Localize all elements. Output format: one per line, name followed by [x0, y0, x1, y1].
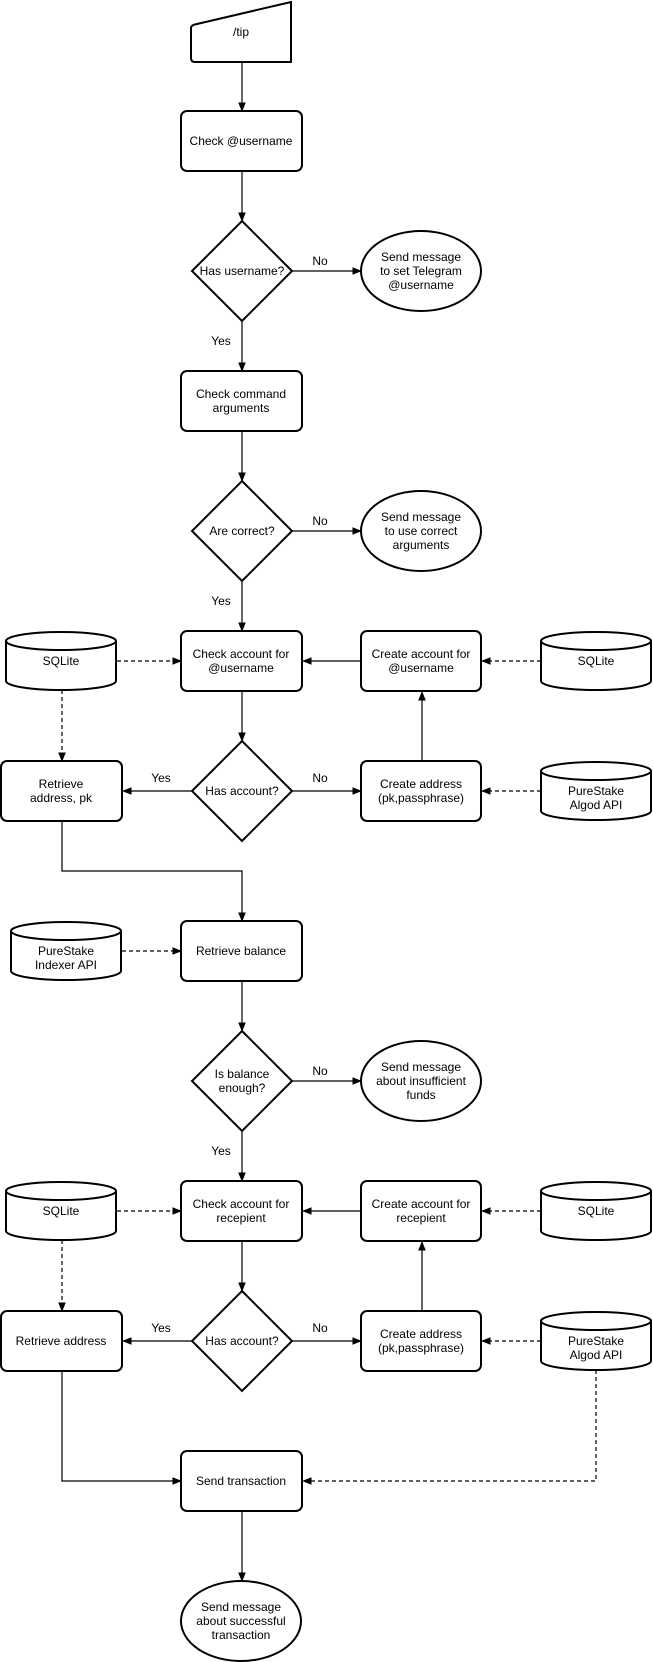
edge-label-no: No — [312, 514, 328, 528]
check-args-node: Check command arguments — [180, 370, 303, 432]
has-account-decision: Has account? — [190, 739, 294, 843]
msg-correct-args-node: Send message to use correct arguments — [360, 490, 482, 572]
check-account-username-node: Check account for @username — [180, 630, 303, 692]
msg-set-username-node: Send message to set Telegram @username — [360, 230, 482, 312]
edge-label-no: No — [312, 254, 328, 268]
tip-label: /tip — [233, 25, 249, 39]
msg-correct-args-line-1: Send message — [381, 510, 461, 524]
check-account-recipient-line-1: Check account for — [193, 1197, 290, 1211]
retrieve-address-label: Retrieve address — [16, 1334, 107, 1348]
sqlite-label: SQLite — [43, 654, 80, 668]
msg-success-line-1: Send message — [201, 1600, 281, 1614]
has-username-decision: Has username? — [190, 219, 294, 323]
msg-set-username-line-2: to set Telegram — [380, 264, 462, 278]
msg-correct-args-line-2: to use correct — [385, 524, 458, 538]
sqlite-database: SQLite — [540, 631, 652, 691]
send-transaction-node: Send transaction — [180, 1450, 303, 1512]
sqlite-database: SQLite — [540, 1181, 652, 1241]
check-args-line-2: arguments — [213, 401, 270, 415]
sqlite-label: SQLite — [578, 1204, 615, 1218]
check-account-recipient-line-2: recepient — [216, 1211, 266, 1225]
algod-api-line-2: Algod API — [570, 798, 623, 812]
create-account-recipient-line-2: recepient — [396, 1211, 446, 1225]
edge-algod-2-to-send — [302, 1370, 597, 1485]
algod-api-line-1: PureStake — [568, 1334, 624, 1348]
edge-label-no: No — [312, 1321, 328, 1335]
edge-label-yes: Yes — [151, 771, 171, 785]
edge-label-no: No — [312, 1064, 328, 1078]
msg-set-username-line-3: @username — [388, 278, 454, 292]
indexer-api-line-2: Indexer API — [35, 958, 97, 972]
edge-label-yes: Yes — [211, 594, 231, 608]
msg-success-line-3: transaction — [212, 1628, 271, 1642]
create-address-line-1: Create address — [380, 777, 462, 791]
has-username-label: Has username? — [200, 264, 285, 278]
retrieve-address-pk-line-2: address, pk — [30, 791, 93, 805]
send-transaction-label: Send transaction — [196, 1474, 286, 1488]
is-balance-enough-line-1: Is balance — [215, 1067, 270, 1081]
check-args-line-1: Check command — [196, 387, 286, 401]
sqlite-label: SQLite — [578, 654, 615, 668]
msg-insufficient-line-1: Send message — [381, 1060, 461, 1074]
check-account-username-line-1: Check account for — [193, 647, 290, 661]
tip-input-node: /tip — [190, 0, 292, 63]
retrieve-address-pk-node: Retrieve address, pk — [0, 760, 123, 822]
create-account-username-node: Create account for @username — [360, 630, 482, 692]
create-address-line-2: (pk,passphrase) — [378, 1341, 464, 1355]
msg-correct-args-line-3: arguments — [393, 538, 450, 552]
has-account-label: Has account? — [205, 1334, 279, 1348]
are-correct-label: Are correct? — [209, 524, 275, 538]
create-account-username-line-1: Create account for — [372, 647, 471, 661]
msg-success-node: Send message about successful transactio… — [180, 1580, 302, 1662]
are-correct-decision: Are correct? — [190, 479, 294, 583]
check-username-label: Check @username — [190, 134, 293, 148]
edge-label-no: No — [312, 771, 328, 785]
is-balance-enough-line-2: enough? — [219, 1081, 266, 1095]
check-account-username-line-2: @username — [208, 661, 274, 675]
create-account-recipient-line-1: Create account for — [372, 1197, 471, 1211]
indexer-api-database: PureStake Indexer API — [10, 921, 122, 981]
check-username-node: Check @username — [180, 110, 303, 172]
msg-insufficient-line-3: funds — [406, 1088, 435, 1102]
msg-insufficient-node: Send message about insufficient funds — [360, 1040, 482, 1122]
algod-api-database: PureStake Algod API — [540, 1311, 652, 1371]
edge-retrieve-address-to-send — [61, 1372, 182, 1485]
edge-label-yes: Yes — [211, 334, 231, 348]
create-account-username-line-2: @username — [388, 661, 454, 675]
create-address-node: Create address (pk,passphrase) — [360, 760, 482, 822]
msg-set-username-line-1: Send message — [381, 250, 461, 264]
create-account-recipient-node: Create account for recepient — [360, 1180, 482, 1242]
edge-retrieve-address-pk-to-balance — [61, 822, 246, 922]
algod-api-line-1: PureStake — [568, 784, 624, 798]
algod-api-line-2: Algod API — [570, 1348, 623, 1362]
sqlite-label: SQLite — [43, 1204, 80, 1218]
has-account-decision: Has account? — [190, 1289, 294, 1393]
msg-success-line-2: about successful — [196, 1614, 285, 1628]
algod-api-database: PureStake Algod API — [540, 761, 652, 821]
indexer-api-line-1: PureStake — [38, 944, 94, 958]
create-address-node: Create address (pk,passphrase) — [360, 1310, 482, 1372]
retrieve-balance-node: Retrieve balance — [180, 920, 303, 982]
sqlite-database: SQLite — [5, 631, 117, 691]
retrieve-address-pk-line-1: Retrieve — [39, 777, 84, 791]
check-account-recipient-node: Check account for recepient — [180, 1180, 303, 1242]
edge-label-yes: Yes — [211, 1144, 231, 1158]
msg-insufficient-line-2: about insufficient — [376, 1074, 467, 1088]
has-account-label: Has account? — [205, 784, 279, 798]
edge-label-yes: Yes — [151, 1321, 171, 1335]
edge-labels: No Yes No Yes Yes No No Yes Yes No — [151, 254, 328, 1335]
is-balance-enough-decision: Is balance enough? — [190, 1029, 294, 1133]
retrieve-balance-label: Retrieve balance — [196, 944, 286, 958]
sqlite-database: SQLite — [5, 1181, 117, 1241]
edges — [58, 62, 597, 1582]
create-address-line-2: (pk,passphrase) — [378, 791, 464, 805]
retrieve-address-node: Retrieve address — [0, 1310, 123, 1372]
create-address-line-1: Create address — [380, 1327, 462, 1341]
